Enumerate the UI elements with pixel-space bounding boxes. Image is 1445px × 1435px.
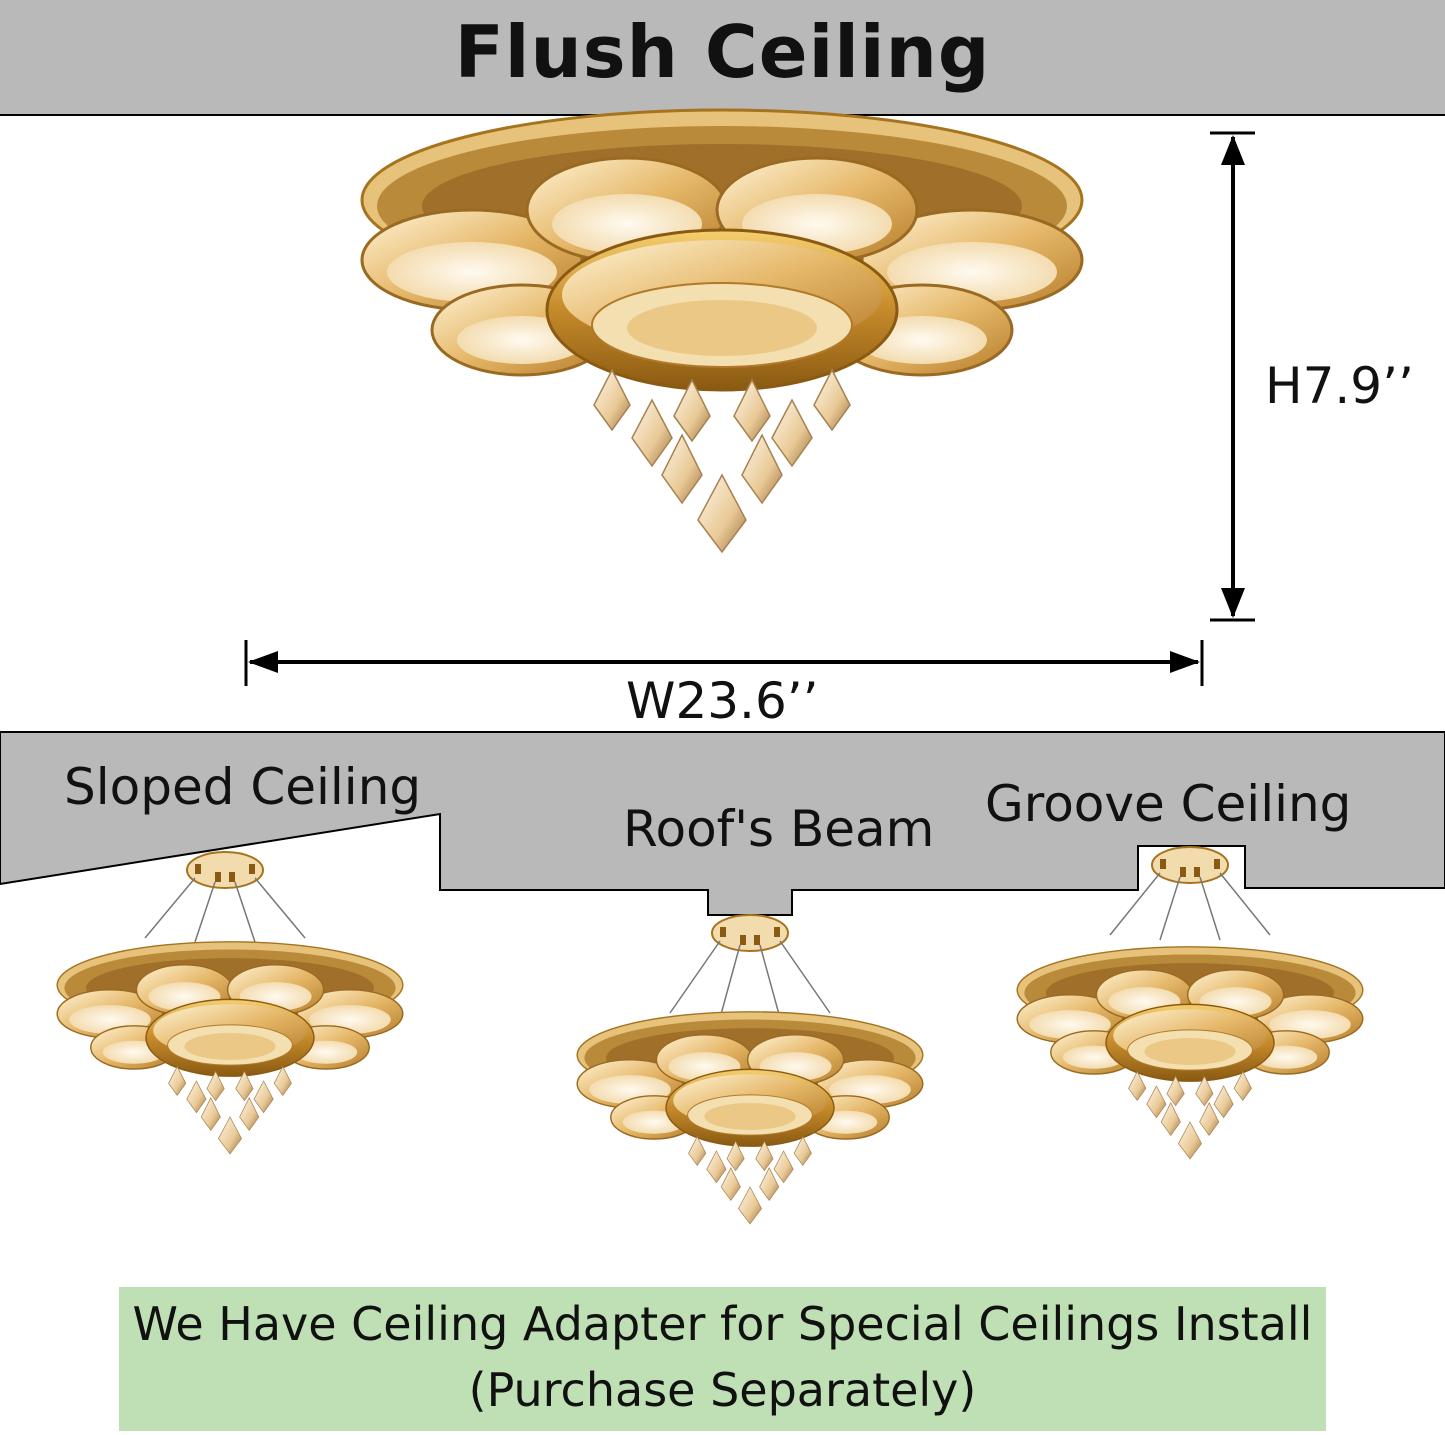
width-dimension-arrow [244, 640, 1204, 686]
groove-ceiling-label: Groove Ceiling [985, 775, 1352, 833]
sloped-ceiling-label: Sloped Ceiling [64, 758, 422, 816]
adapter-note-line-1: We Have Ceiling Adapter for Special Ceil… [132, 1297, 1313, 1351]
height-label: H7.9’’ [1265, 357, 1414, 415]
adapter-note-box: We Have Ceiling Adapter for Special Ceil… [119, 1287, 1326, 1431]
width-label: W23.6’’ [626, 672, 819, 730]
roofs-beam-label: Roof's Beam [623, 800, 935, 858]
height-dimension-arrow [1210, 131, 1255, 622]
page-title: Flush Ceiling [454, 10, 991, 94]
adapter-note-line-2: (Purchase Separately) [468, 1363, 977, 1417]
